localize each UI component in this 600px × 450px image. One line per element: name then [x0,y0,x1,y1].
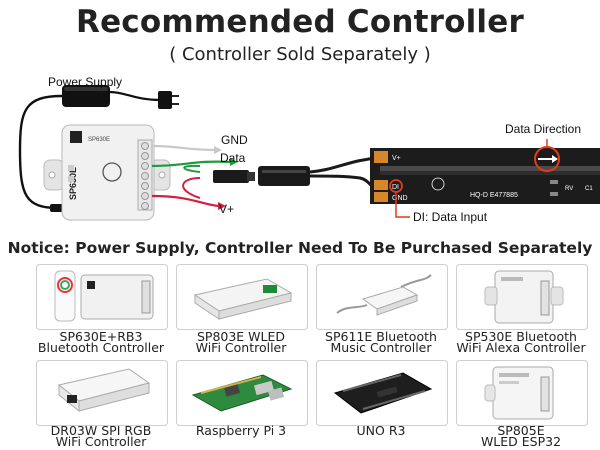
arduino-uno-board-icon [333,372,433,414]
strip-c1-text: C1 [585,186,593,192]
dc-cable [18,94,63,210]
raspberry-pi-board-icon [191,374,293,412]
connector-red-wire [182,177,201,199]
strip-vplus-text: V+ [392,155,401,162]
gnd-label: GND [221,133,248,147]
product-card[interactable] [456,360,588,426]
svg-text:SP630E: SP630E [88,137,110,143]
product-name: SP630E+RB3 [59,329,143,344]
music-controller-icon [336,274,432,316]
notice-text: Notice: Power Supply, Controller Need To… [7,239,593,257]
product-card[interactable] [36,264,168,330]
data-direction-arrow-icon [552,155,558,163]
di-label: DI: Data Input [413,210,488,224]
wall-plug-icon [158,91,179,109]
product-name: DR03W SPI RGB [50,423,152,438]
strip-part-text: HQ-D E477885 [470,192,518,199]
product-caption: SP803E WLED WiFi Controller [166,329,316,355]
product-name: SP530E Bluetooth [465,329,577,344]
data-label: Data [220,151,246,165]
product-type: WiFi Controller [55,434,147,449]
strip-gnd-text: GND [392,195,408,202]
product-caption: SP530E Bluetooth WiFi Alexa Controller [446,329,596,355]
strip-di-text: DI [392,184,399,191]
product-card[interactable] [316,360,448,426]
product-name: UNO R3 [356,423,406,438]
strip-rv-text: RV [565,186,573,192]
product-caption: Raspberry Pi 3 [166,423,316,438]
led-strip-icon: V+ DI GND HQ-D E477885 RV C1 [370,148,600,204]
product-caption: SP630E+RB3 Bluetooth Controller [26,329,176,355]
vplus-label: V+ [219,202,234,216]
vplus-wire [151,194,219,208]
data-wire [151,160,231,168]
page-title: Recommended Controller [76,4,524,40]
data-direction-label: Data Direction [505,122,581,136]
controller-with-remote-icon [54,270,154,322]
product-card[interactable] [316,264,448,330]
controller-sp630e-icon: SP630E SP630E [43,124,171,221]
product-caption: UNO R3 [306,423,456,438]
product-card[interactable] [176,360,308,426]
product-caption: SP611E Bluetooth Music Controller [306,329,456,355]
product-name: SP805E [497,423,545,438]
wiring-diagram: Power Supply SP630E SP630E GND Data [18,75,600,224]
product-name: Raspberry Pi 3 [195,423,287,438]
connector-green-wire [183,164,201,173]
power-cord [109,90,161,102]
product-type: Music Controller [330,340,432,355]
product-name: SP611E Bluetooth [325,329,437,344]
product-caption: DR03W SPI RGB WiFi Controller [26,423,176,449]
product-caption: SP805E WLED ESP32 [446,423,596,449]
product-card[interactable] [176,264,308,330]
terminal-block [137,139,153,211]
product-card[interactable] [36,360,168,426]
controller-model-text: SP630E [68,167,78,200]
product-type: WiFi Controller [195,340,287,355]
product-type: WLED ESP32 [480,434,562,449]
jst-connector-icon [213,166,310,186]
power-adapter-icon [62,85,110,107]
alexa-controller-icon [484,270,564,324]
gnd-wire [151,144,216,152]
power-supply-label: Power Supply [48,75,122,89]
spi-controller-icon [57,368,151,413]
page-subtitle: ( Controller Sold Separately ) [169,44,431,65]
product-type: WiFi Alexa Controller [456,340,586,355]
esp32-controller-icon [484,366,554,420]
product-name: SP803E WLED [196,329,286,344]
wled-controller-icon [193,278,293,320]
strip-lead-cable [309,174,379,192]
product-card[interactable] [456,264,588,330]
product-type: Bluetooth Controller [37,340,165,355]
